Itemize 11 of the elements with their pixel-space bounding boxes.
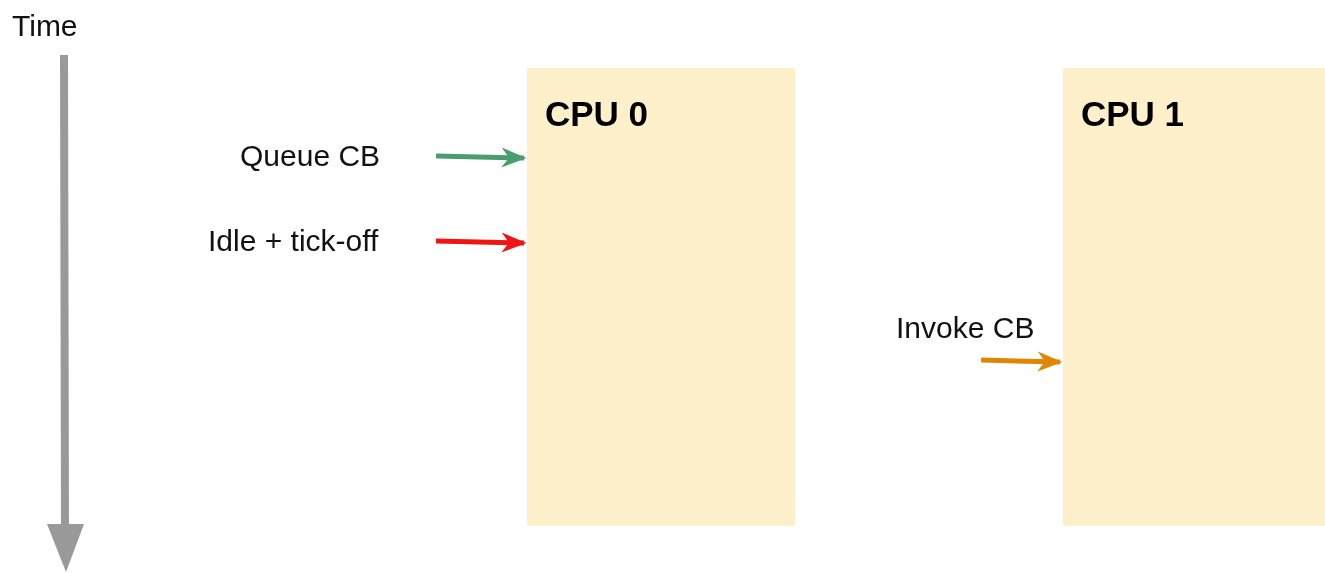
cpu-title: CPU 0 <box>545 94 649 134</box>
arrow <box>435 232 527 253</box>
event-label: Invoke CB <box>896 310 1066 360</box>
arrow <box>435 147 527 168</box>
event-label: Idle + tick-off <box>208 223 436 259</box>
cpu-title: CPU 1 <box>1081 94 1185 134</box>
axis-label: Time <box>12 8 78 44</box>
event-label: Queue CB <box>240 138 436 174</box>
cpu-panel <box>527 68 795 526</box>
arrow <box>980 351 1063 372</box>
cpu-panel <box>1063 68 1325 526</box>
